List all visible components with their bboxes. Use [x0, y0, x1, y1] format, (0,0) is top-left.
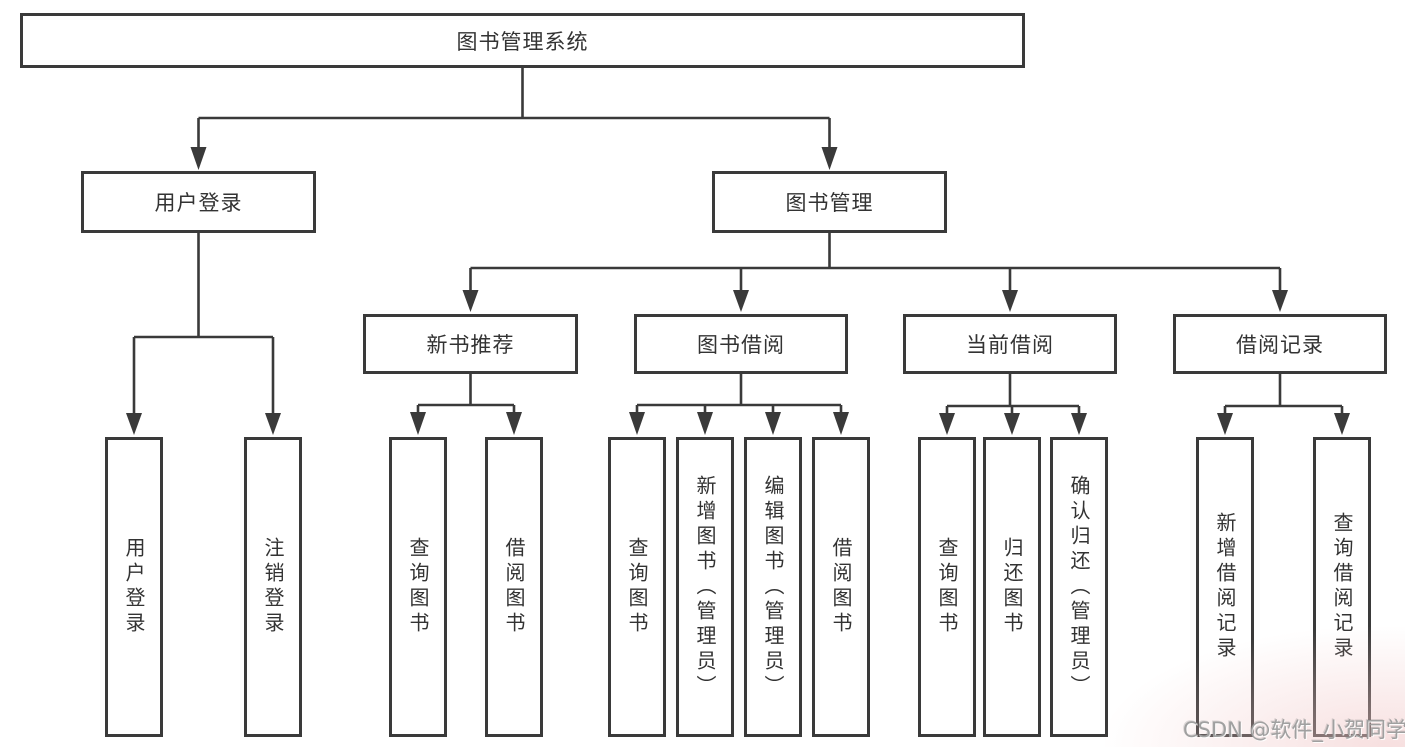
- node-user-login-label: 用户登录: [154, 191, 243, 215]
- leaf-borrow-books-1-label: 借阅图书: [502, 537, 526, 637]
- leaf-add-borrow-record-label: 新增借阅记录: [1213, 512, 1237, 662]
- leaf-add-books-admin-label: 新增图书（管理员）: [693, 474, 717, 700]
- leaf-edit-books-admin: 编辑图书（管理员）: [744, 437, 802, 737]
- node-book-borrow-label: 图书借阅: [697, 333, 785, 357]
- leaf-query-books-1: 查询图书: [389, 437, 447, 737]
- node-new-book-recommend: 新书推荐: [363, 314, 578, 374]
- node-new-book-recommend-label: 新书推荐: [426, 333, 515, 357]
- leaf-return-books-label: 归还图书: [1000, 537, 1024, 637]
- node-book-management: 图书管理: [712, 171, 947, 233]
- leaf-user-login-label: 用户登录: [122, 537, 146, 637]
- leaf-query-books-3: 查询图书: [918, 437, 976, 737]
- watermark-text: CSDN @软件_小贺同学: [1183, 718, 1405, 742]
- node-borrow-records-label: 借阅记录: [1236, 333, 1324, 357]
- node-book-management-label: 图书管理: [785, 191, 874, 215]
- leaf-return-books: 归还图书: [983, 437, 1041, 737]
- leaf-query-books-2-label: 查询图书: [625, 537, 649, 637]
- leaf-query-borrow-record: 查询借阅记录: [1313, 437, 1371, 737]
- leaf-user-login: 用户登录: [105, 437, 163, 737]
- node-user-login: 用户登录: [81, 171, 316, 233]
- leaf-query-borrow-record-label: 查询借阅记录: [1330, 512, 1354, 662]
- node-current-borrow: 当前借阅: [903, 314, 1117, 374]
- leaf-borrow-books-1: 借阅图书: [485, 437, 543, 737]
- leaf-add-borrow-record: 新增借阅记录: [1196, 437, 1254, 737]
- leaf-confirm-return-admin: 确认归还（管理员）: [1050, 437, 1108, 737]
- node-root-label: 图书管理系统: [456, 29, 589, 54]
- leaf-borrow-books-2-label: 借阅图书: [829, 537, 853, 637]
- node-borrow-records: 借阅记录: [1173, 314, 1387, 374]
- leaf-edit-books-admin-label: 编辑图书（管理员）: [761, 474, 785, 700]
- leaf-query-books-1-label: 查询图书: [406, 537, 430, 637]
- leaf-confirm-return-admin-label: 确认归还（管理员）: [1067, 474, 1091, 700]
- leaf-query-books-3-label: 查询图书: [935, 537, 959, 637]
- leaf-logout-label: 注销登录: [261, 537, 285, 637]
- leaf-logout: 注销登录: [244, 437, 302, 737]
- leaf-borrow-books-2: 借阅图书: [812, 437, 870, 737]
- leaf-query-books-2: 查询图书: [608, 437, 666, 737]
- node-current-borrow-label: 当前借阅: [966, 333, 1054, 357]
- node-book-borrow: 图书借阅: [634, 314, 848, 374]
- leaf-add-books-admin: 新增图书（管理员）: [676, 437, 734, 737]
- node-root: 图书管理系统: [20, 13, 1025, 68]
